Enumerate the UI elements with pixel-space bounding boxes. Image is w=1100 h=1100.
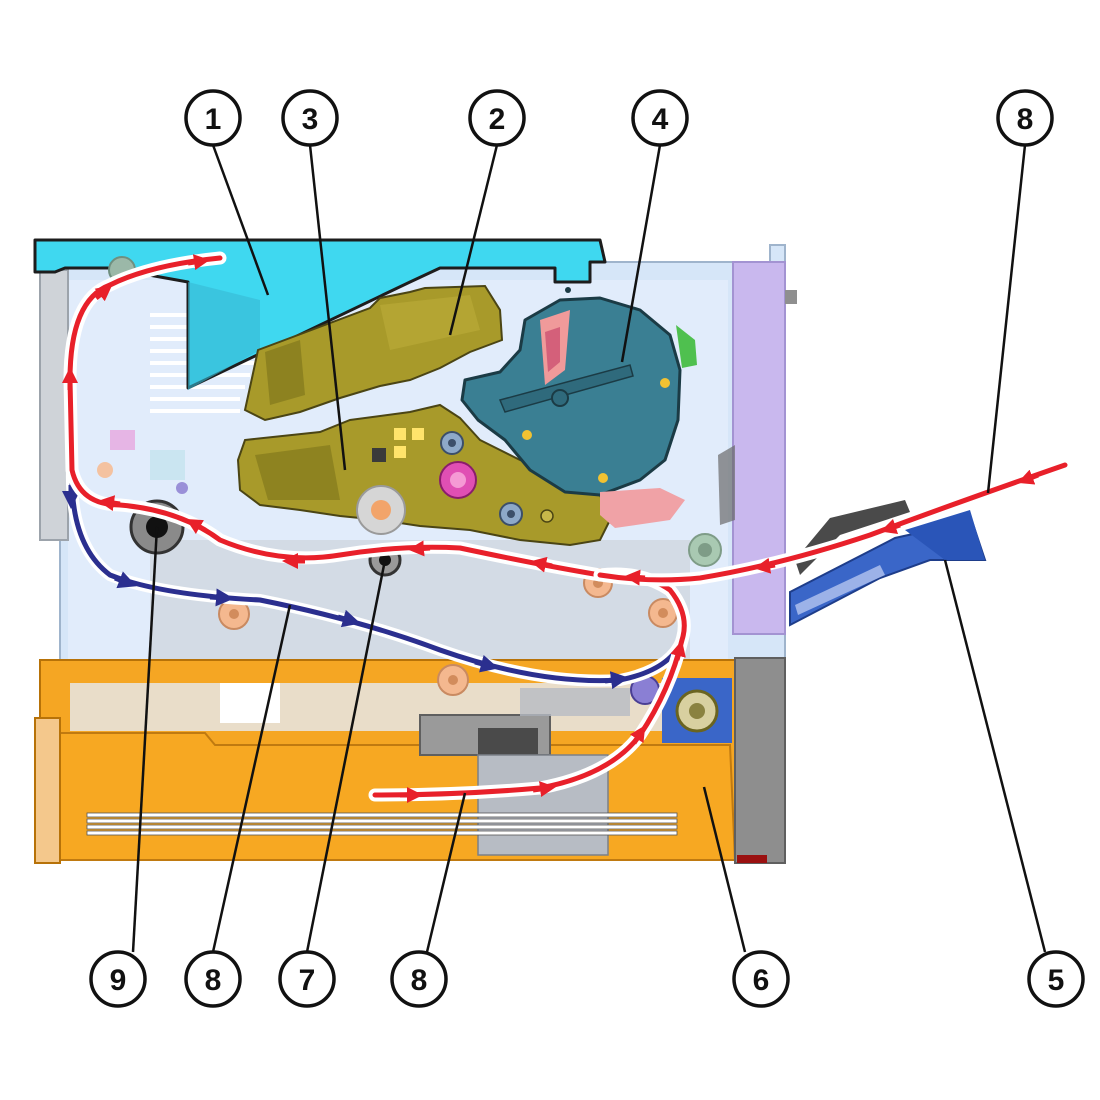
callout-9-label: 9 [110,964,127,997]
callout-4-label: 4 [652,103,669,136]
callout-7-label: 7 [299,964,316,997]
callout-8-top-label: 8 [1017,103,1034,136]
duplex-paper-path [62,464,688,690]
imaging-unit [236,403,612,547]
callout-8-left: 8 [184,950,242,1008]
callout-9: 9 [89,950,147,1008]
callout-4: 4 [631,89,689,147]
rear-door [39,269,69,541]
left-small-parts [97,430,188,494]
callout-5-label: 5 [1048,964,1065,997]
callout-7: 7 [278,950,336,1008]
callout-1-label: 1 [205,103,222,136]
multipurpose-feeder [789,510,987,627]
callout-8-top: 8 [996,89,1054,147]
callout-8-mid: 8 [390,950,448,1008]
callout-6: 6 [732,950,790,1008]
callout-6-label: 6 [753,964,770,997]
callout-3-label: 3 [302,103,319,136]
callout-3: 3 [281,89,339,147]
right-side-panel [732,261,786,635]
callout-2: 2 [468,89,526,147]
main-paper-path [61,251,1072,804]
toner-cartridge [243,284,504,422]
callout-8-mid-label: 8 [411,964,428,997]
callout-8-left-label: 8 [205,964,222,997]
callout-5: 5 [1027,950,1085,1008]
callout-1: 1 [184,89,242,147]
callout-2-label: 2 [489,103,506,136]
leader-lines [131,144,1047,953]
